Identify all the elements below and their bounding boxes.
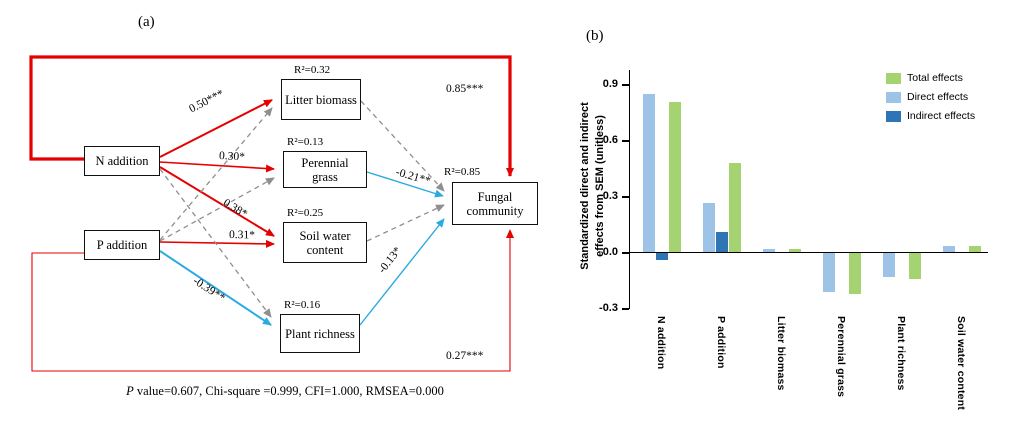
coef-n-to-fungal: 0.85*** [446,83,484,95]
x-category-label-n-addition: N addition [655,316,667,370]
coef-perennial-to-fungal: -0.21** [394,166,432,188]
bar-total-effects-n-addition [669,101,681,253]
x-category-label-litter-biomass: Litter biomass [775,316,787,391]
y-tick [622,252,629,254]
bar-indirect-effects-n-addition [656,253,668,261]
r2-perennial-grass: R²=0.13 [287,136,324,148]
box-label: Litter biomass [285,92,357,107]
coef-p-to-soil-water: 0.31* [228,229,255,242]
r2-fungal-community: R²=0.85 [444,166,481,178]
bar-total-effects-soil-water-content [969,245,981,253]
path-p-addition-to-soil-water-content [159,239,275,248]
legend-label: Direct effects [907,91,969,103]
path-ns-p-addition-to-perennial-grass [159,177,275,242]
box-plant-richness: Plant richness [280,314,360,353]
bar-total-effects-litter-biomass [789,249,801,253]
bar-indirect-effects-p-addition [716,232,728,253]
box-litter-biomass: Litter biomass [281,79,361,120]
box-label: Plant richness [285,326,355,341]
path-ns-soil-water-content-to-fungal-community [366,204,445,242]
box-soil-water-content: Soil water content [283,222,367,263]
box-p-addition: P addition [84,230,160,260]
y-tick-label: 0.6 [602,133,618,146]
r2-litter-biomass: R²=0.32 [294,64,331,76]
r2-soil-water-content: R²=0.25 [287,207,324,219]
coef-n-to-litter: 0.50*** [187,87,227,116]
y-tick-label: 0.9 [602,77,618,90]
coef-n-to-perennial: 0.30* [218,150,246,164]
box-label: Fungal community [466,189,524,218]
fit-p-italic: P [126,384,134,398]
box-label: P addition [96,238,148,252]
bar-direct-effects-n-addition [643,94,655,253]
coef-plant-to-fungal: -0.13* [376,244,405,276]
y-tick-label: 0.3 [602,189,618,202]
path-n-addition-to-perennial-grass [159,161,275,173]
box-label: Soil water content [299,228,351,257]
path-ns-p-addition-to-litter-biomass [159,107,273,241]
y-tick [622,308,629,310]
bar-total-effects-perennial-grass [849,253,861,295]
bar-direct-effects-plant-richness [883,253,895,278]
box-perennial-grass: Perennial grass [283,151,367,188]
bar-direct-effects-p-addition [703,202,715,253]
legend-label: Indirect effects [907,110,976,122]
y-tick [622,140,629,142]
bar-direct-effects-perennial-grass [823,253,835,293]
panel-a-label: (a) [138,14,155,30]
coef-p-to-plant: -0.39** [190,274,228,305]
x-category-label-plant-richness: Plant richness [895,316,907,391]
box-n-addition: N addition [84,146,160,176]
y-tick [622,196,629,198]
legend-item-total-effects: Total effects [886,72,975,84]
fit-statistics: P value=0.607, Chi-square =0.999, CFI=1.… [45,384,525,399]
path-plant-richness-to-fungal-community [359,218,445,326]
bar-total-effects-plant-richness [909,253,921,280]
y-tick-label: -0.3 [599,302,618,314]
fit-text: value=0.607, Chi-square =0.999, CFI=1.00… [133,384,444,398]
x-category-label-p-addition: P addition [715,316,727,369]
y-axis-line [628,70,630,309]
y-tick [622,84,629,86]
x-category-label-perennial-grass: Perennial grass [835,316,847,398]
legend-label: Total effects [907,72,963,84]
coef-p-to-fungal: 0.27*** [446,350,484,362]
box-label: Perennial grass [301,155,349,184]
legend-swatch-total-effects [886,72,901,84]
box-fungal-community: Fungal community [452,182,538,225]
bar-direct-effects-litter-biomass [763,249,775,253]
legend-item-direct-effects: Direct effects [886,91,975,103]
path-n-addition-to-soil-water-content [159,166,275,237]
legend-item-indirect-effects: Indirect effects [886,110,975,122]
panel-b-label: (b) [586,28,604,44]
x-category-label-soil-water-content: Soil water content [955,316,967,411]
legend-swatch-indirect-effects [886,110,901,122]
r2-plant-richness: R²=0.16 [284,299,321,311]
legend-swatch-direct-effects [886,91,901,103]
bar-total-effects-p-addition [729,163,741,253]
y-tick-label: 0.0 [602,246,618,258]
bar-direct-effects-soil-water-content [943,245,955,253]
path-n-addition-to-litter-biomass [159,99,273,158]
box-label: N addition [95,154,149,168]
coef-n-to-soil-water: 0.38* [220,196,250,221]
zero-line [630,251,988,254]
